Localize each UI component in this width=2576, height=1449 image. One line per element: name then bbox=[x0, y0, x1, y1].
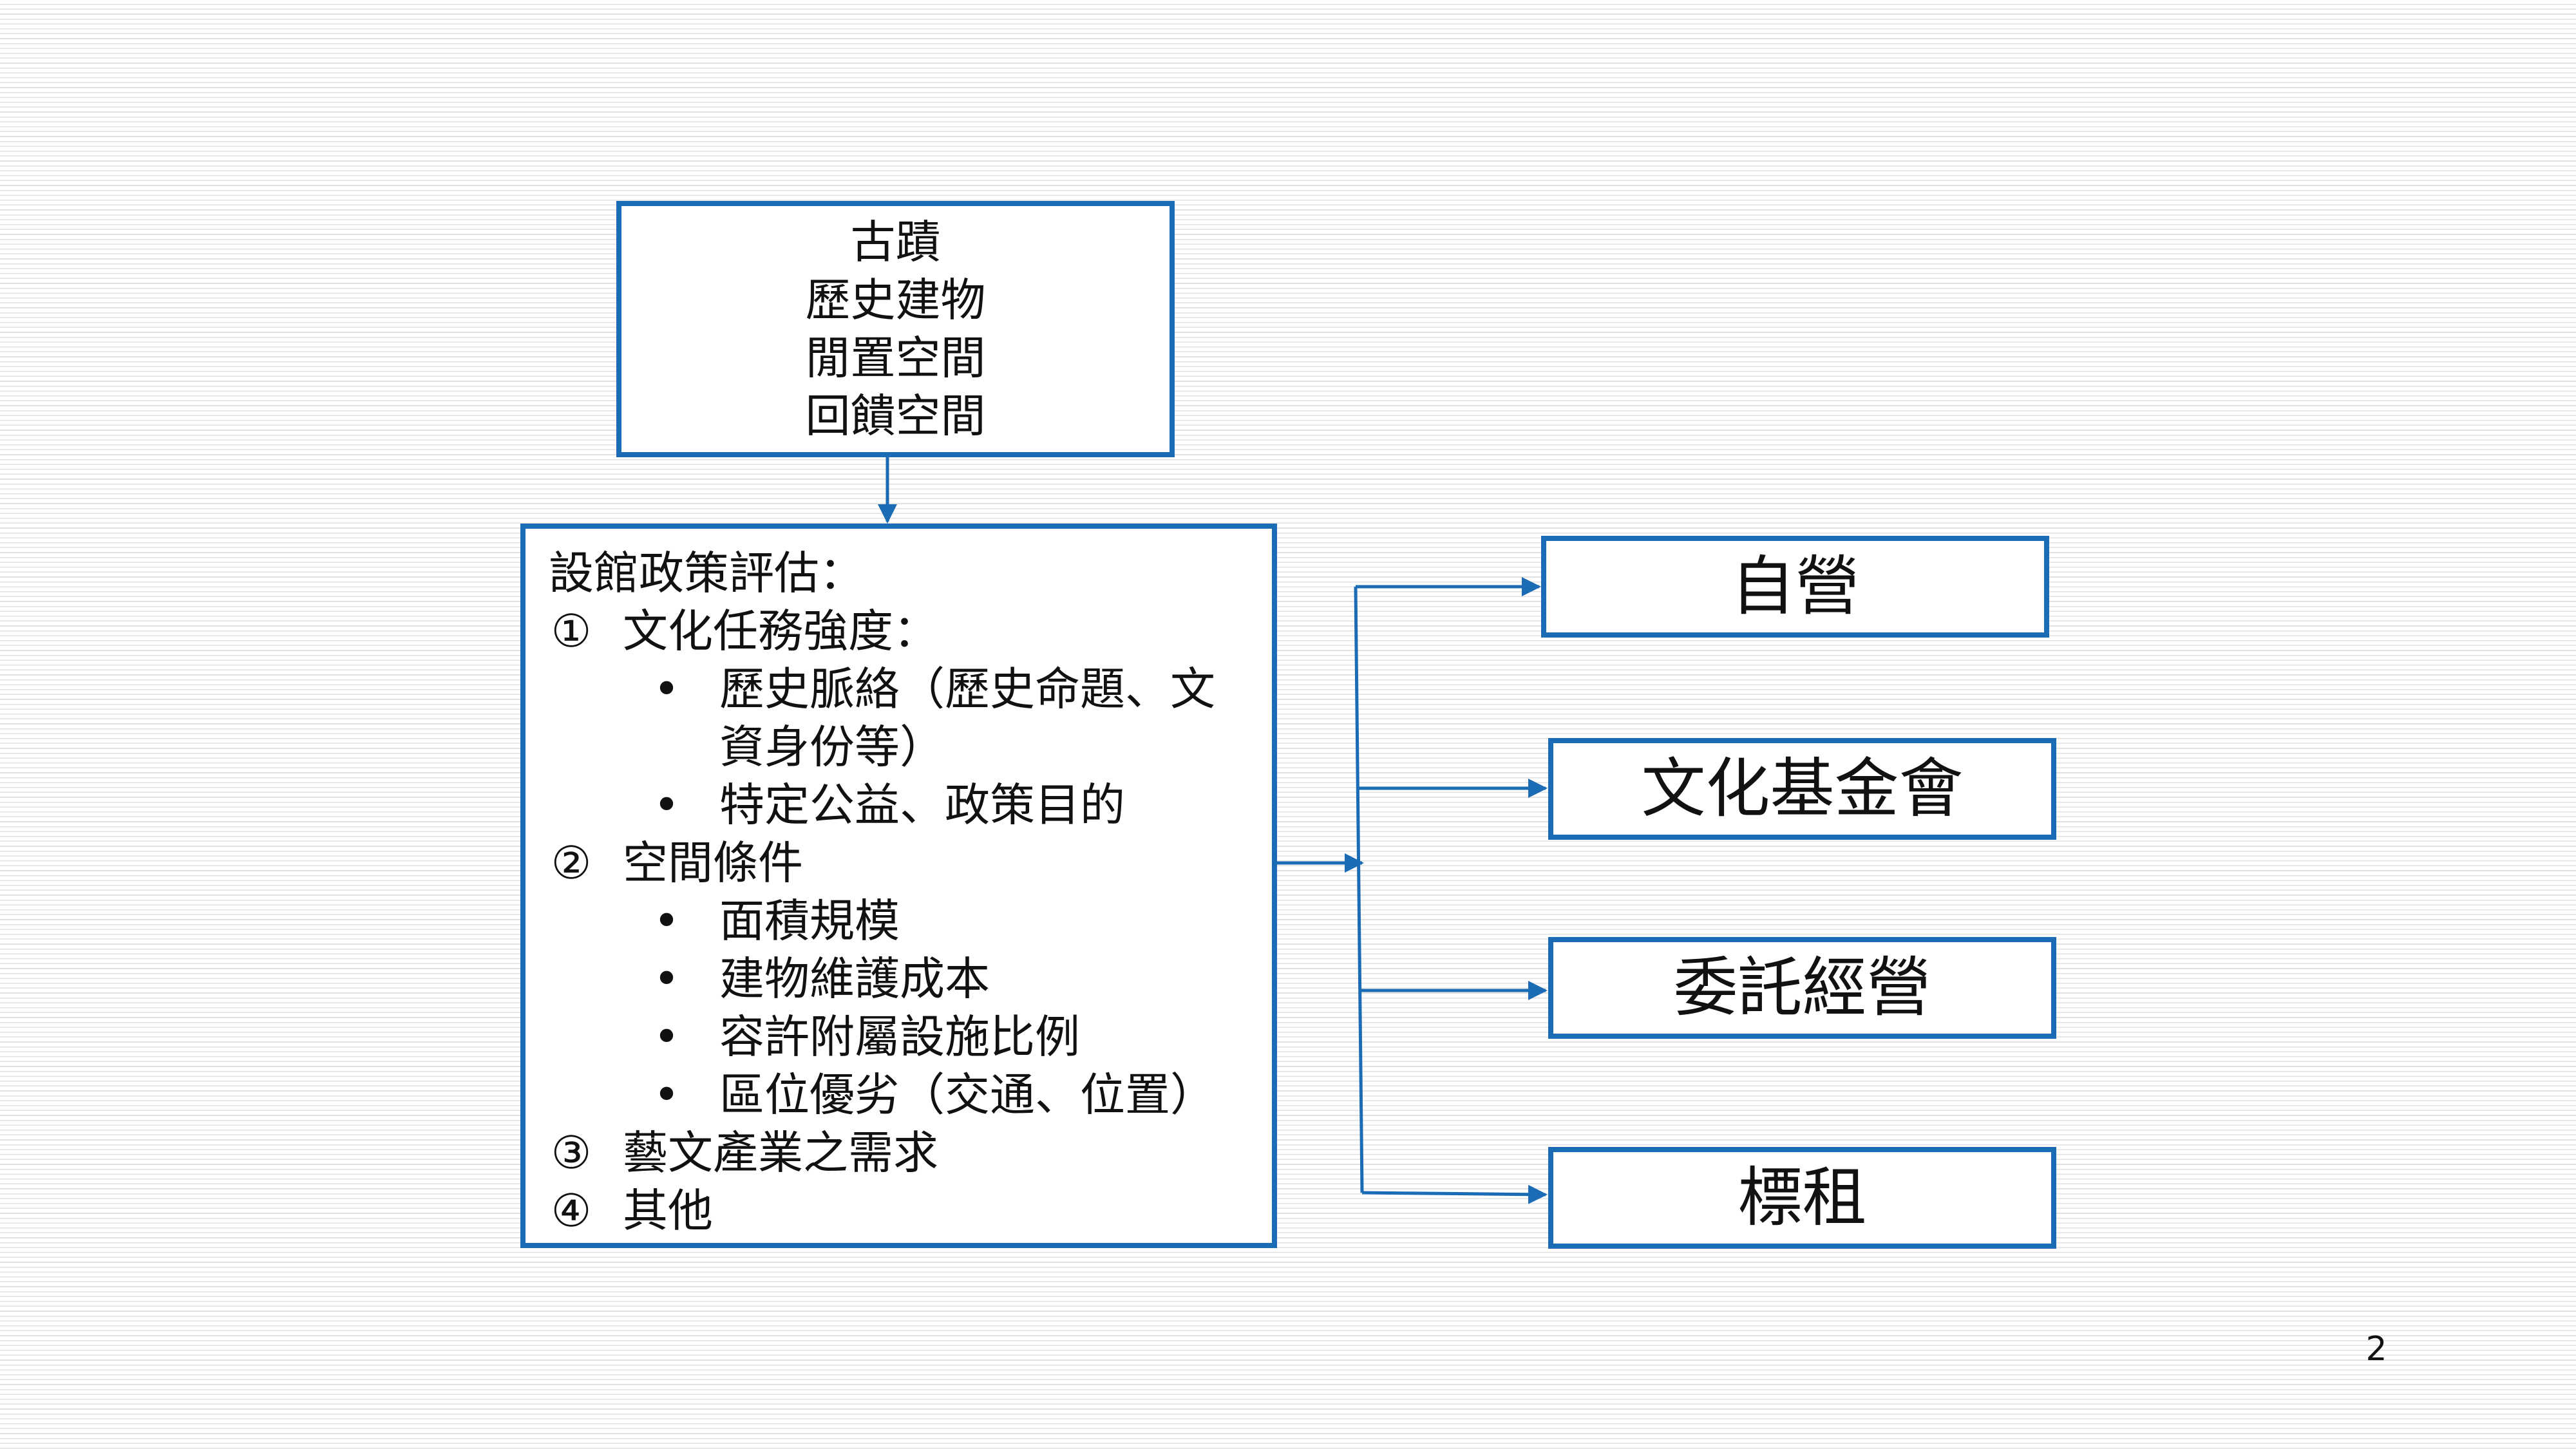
bullet-dot: • bbox=[653, 952, 680, 1005]
source-line-feedback-space: 回饋空間 bbox=[805, 390, 986, 442]
criterion-cultural-mission: ① 文化任務強度： bbox=[549, 602, 1272, 660]
criterion-other: ④ 其他 bbox=[549, 1182, 1272, 1240]
option-self-operation: 自營 bbox=[1541, 536, 2049, 638]
source-line-monument: 古蹟 bbox=[850, 216, 941, 269]
criterion-arts-industry-demand: ③ 藝文產業之需求 bbox=[549, 1124, 1272, 1182]
option-lease-tender: 標租 bbox=[1548, 1147, 2056, 1249]
bullet-dot: • bbox=[653, 779, 680, 831]
source-line-historic-building: 歷史建物 bbox=[805, 274, 986, 327]
bullet-text: 建物維護成本 bbox=[719, 952, 990, 1005]
bullet-item: • 歷史脈絡（歷史命題、文 bbox=[549, 660, 1272, 718]
option-cultural-foundation: 文化基金會 bbox=[1548, 738, 2056, 840]
bullet-item: • 特定公益、政策目的 bbox=[549, 776, 1272, 834]
criterion-marker: ② bbox=[551, 837, 592, 889]
bullet-text: 歷史脈絡（歷史命題、文 bbox=[719, 663, 1215, 715]
option-label: 標租 bbox=[1738, 1160, 1867, 1235]
criterion-marker: ① bbox=[551, 605, 592, 658]
criterion-space-conditions: ② 空間條件 bbox=[549, 834, 1272, 892]
bullet-dot: • bbox=[653, 663, 680, 715]
criterion-marker: ③ bbox=[551, 1126, 592, 1179]
bullet-dot: • bbox=[653, 1068, 680, 1121]
page-number: 2 bbox=[2365, 1330, 2387, 1368]
bullet-item: • 容許附屬設施比例 bbox=[549, 1008, 1272, 1066]
criterion-label: 藝文產業之需求 bbox=[623, 1126, 938, 1179]
option-label: 自營 bbox=[1730, 549, 1860, 624]
branch-arrow-lease bbox=[1361, 1184, 1548, 1204]
criterion-marker: ④ bbox=[551, 1184, 592, 1237]
option-label: 文化基金會 bbox=[1641, 751, 1964, 826]
option-label: 委託經營 bbox=[1673, 950, 1931, 1025]
bullet-text: 區位優劣（交通、位置） bbox=[719, 1068, 1215, 1121]
bullet-text: 容許附屬設施比例 bbox=[719, 1010, 1080, 1063]
criterion-label: 空間條件 bbox=[623, 837, 803, 889]
evaluation-box: 設館政策評估： ① 文化任務強度： • 歷史脈絡（歷史命題、文 資身份等） • … bbox=[520, 524, 1277, 1248]
criterion-label: 文化任務強度： bbox=[623, 605, 938, 658]
criterion-label: 其他 bbox=[623, 1184, 713, 1237]
bullet-item: • 區位優劣（交通、位置） bbox=[549, 1066, 1272, 1124]
evaluation-title: 設館政策評估： bbox=[549, 547, 864, 600]
bullet-item-continuation: 資身份等） bbox=[549, 718, 1272, 776]
source-line-idle-space: 閒置空間 bbox=[805, 332, 986, 384]
bullet-text: 面積規模 bbox=[719, 895, 900, 947]
branch-trunk-line bbox=[1354, 586, 1364, 1193]
bullet-text: 特定公益、政策目的 bbox=[719, 779, 1125, 831]
bullet-dot: • bbox=[653, 895, 680, 947]
heritage-source-box: 古蹟 歷史建物 閒置空間 回饋空間 bbox=[616, 201, 1175, 457]
bullet-dot: • bbox=[653, 1010, 680, 1063]
bullet-text: 資身份等） bbox=[719, 721, 945, 773]
bullet-item: • 面積規模 bbox=[549, 892, 1272, 950]
option-commissioned-operation: 委託經營 bbox=[1548, 937, 2056, 1039]
bullet-item: • 建物維護成本 bbox=[549, 950, 1272, 1008]
